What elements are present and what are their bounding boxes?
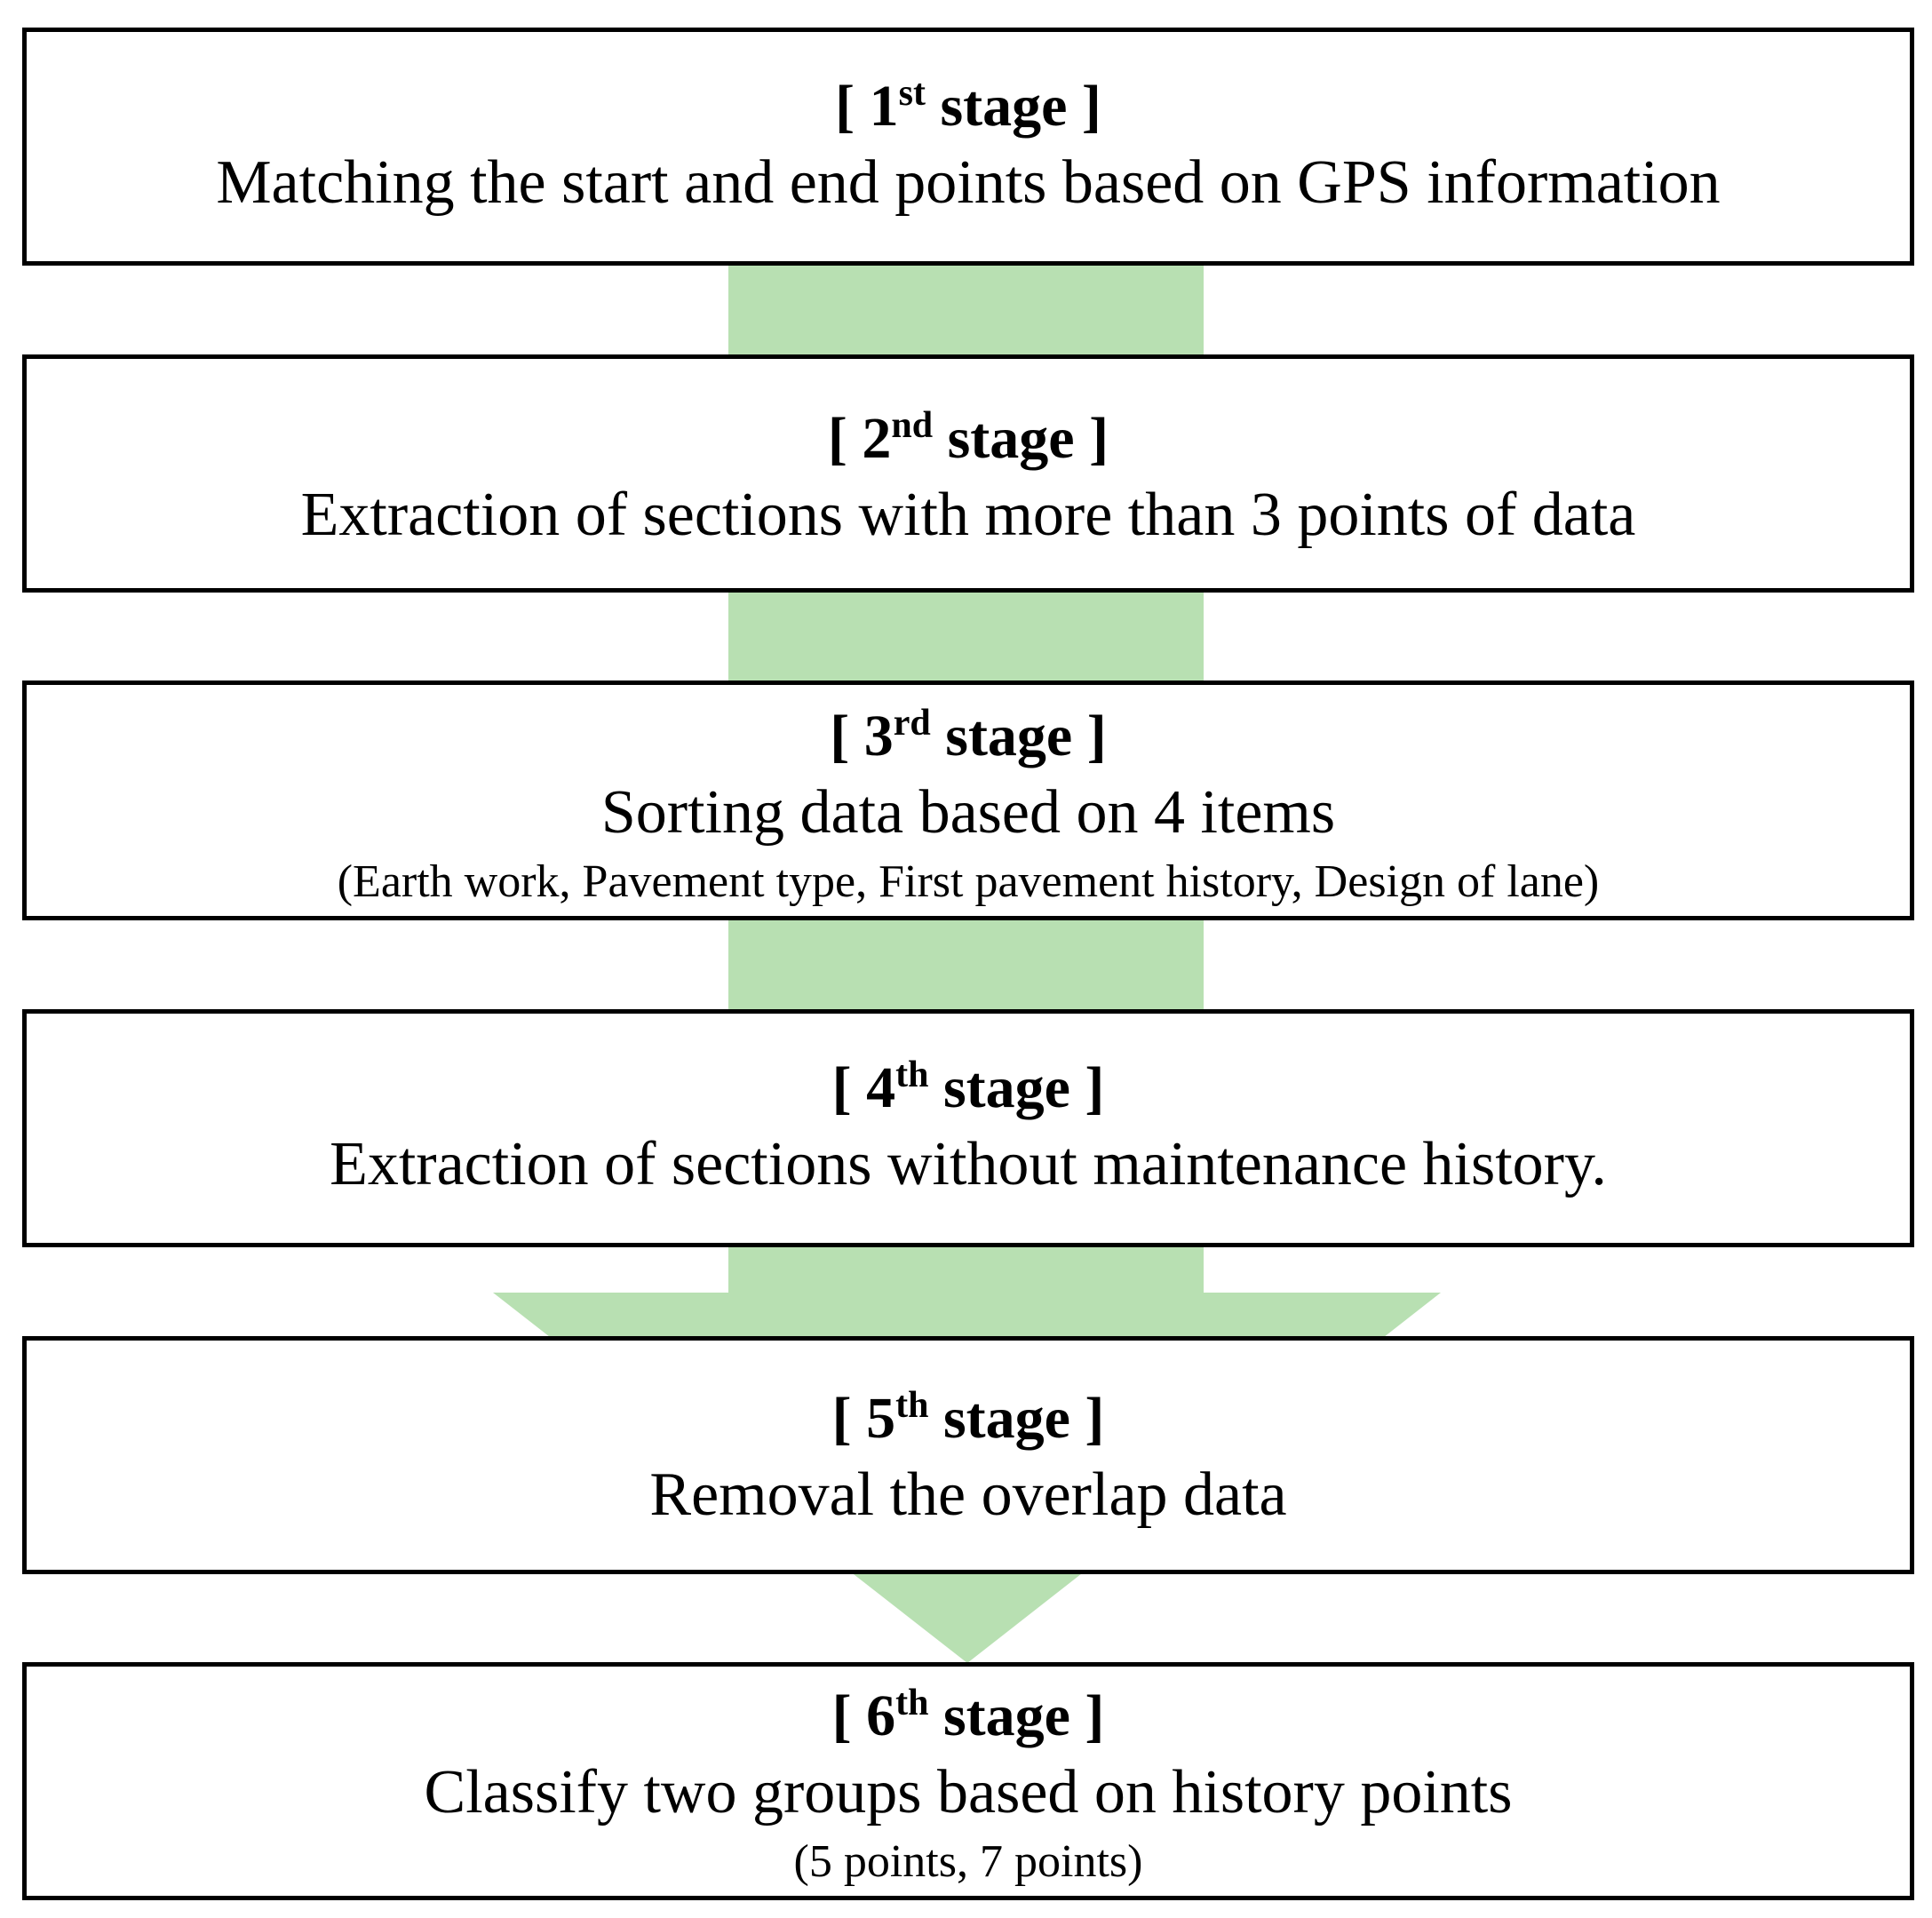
ordinal-suffix: th	[895, 1682, 929, 1723]
ordinal-suffix: st	[898, 72, 926, 114]
stage-1-box: [ 1st stage ] Matching the start and end…	[22, 28, 1914, 266]
ordinal-suffix: th	[895, 1054, 929, 1095]
ordinal-suffix: rd	[893, 702, 931, 744]
stage-3-description: Sorting data based on 4 items	[600, 778, 1336, 847]
stage-6-title: [ 6th stage ]	[831, 1682, 1105, 1748]
stage-2-title: [ 2nd stage ]	[827, 404, 1109, 471]
flow-arrow-shape	[493, 262, 1441, 1663]
stage-6-box: [ 6th stage ] Classify two groups based …	[22, 1662, 1914, 1900]
stage-1-description: Matching the start and end points based …	[216, 148, 1721, 217]
stage-5-description: Removal the overlap data	[649, 1460, 1287, 1529]
stage-6-description: Classify two groups based on history poi…	[424, 1758, 1513, 1826]
stage-4-title: [ 4th stage ]	[831, 1054, 1105, 1120]
stage-4-box: [ 4th stage ] Extraction of sections wit…	[22, 1009, 1914, 1247]
stage-6-note: (5 points, 7 points)	[793, 1836, 1143, 1887]
ordinal-suffix: nd	[891, 404, 934, 446]
stage-3-box: [ 3rd stage ] Sorting data based on 4 it…	[22, 680, 1914, 920]
stage-5-title: [ 5th stage ]	[831, 1384, 1105, 1451]
stage-3-title: [ 3rd stage ]	[830, 702, 1107, 768]
stage-2-description: Extraction of sections with more than 3 …	[300, 481, 1636, 549]
stage-3-note: (Earth work, Pavement type, First paveme…	[337, 856, 1600, 907]
ordinal-suffix: th	[895, 1384, 929, 1426]
stage-4-description: Extraction of sections without maintenan…	[330, 1130, 1607, 1198]
stage-5-box: [ 5th stage ] Removal the overlap data	[22, 1336, 1914, 1574]
stage-2-box: [ 2nd stage ] Extraction of sections wit…	[22, 354, 1914, 593]
stage-1-title: [ 1st stage ]	[835, 72, 1101, 139]
